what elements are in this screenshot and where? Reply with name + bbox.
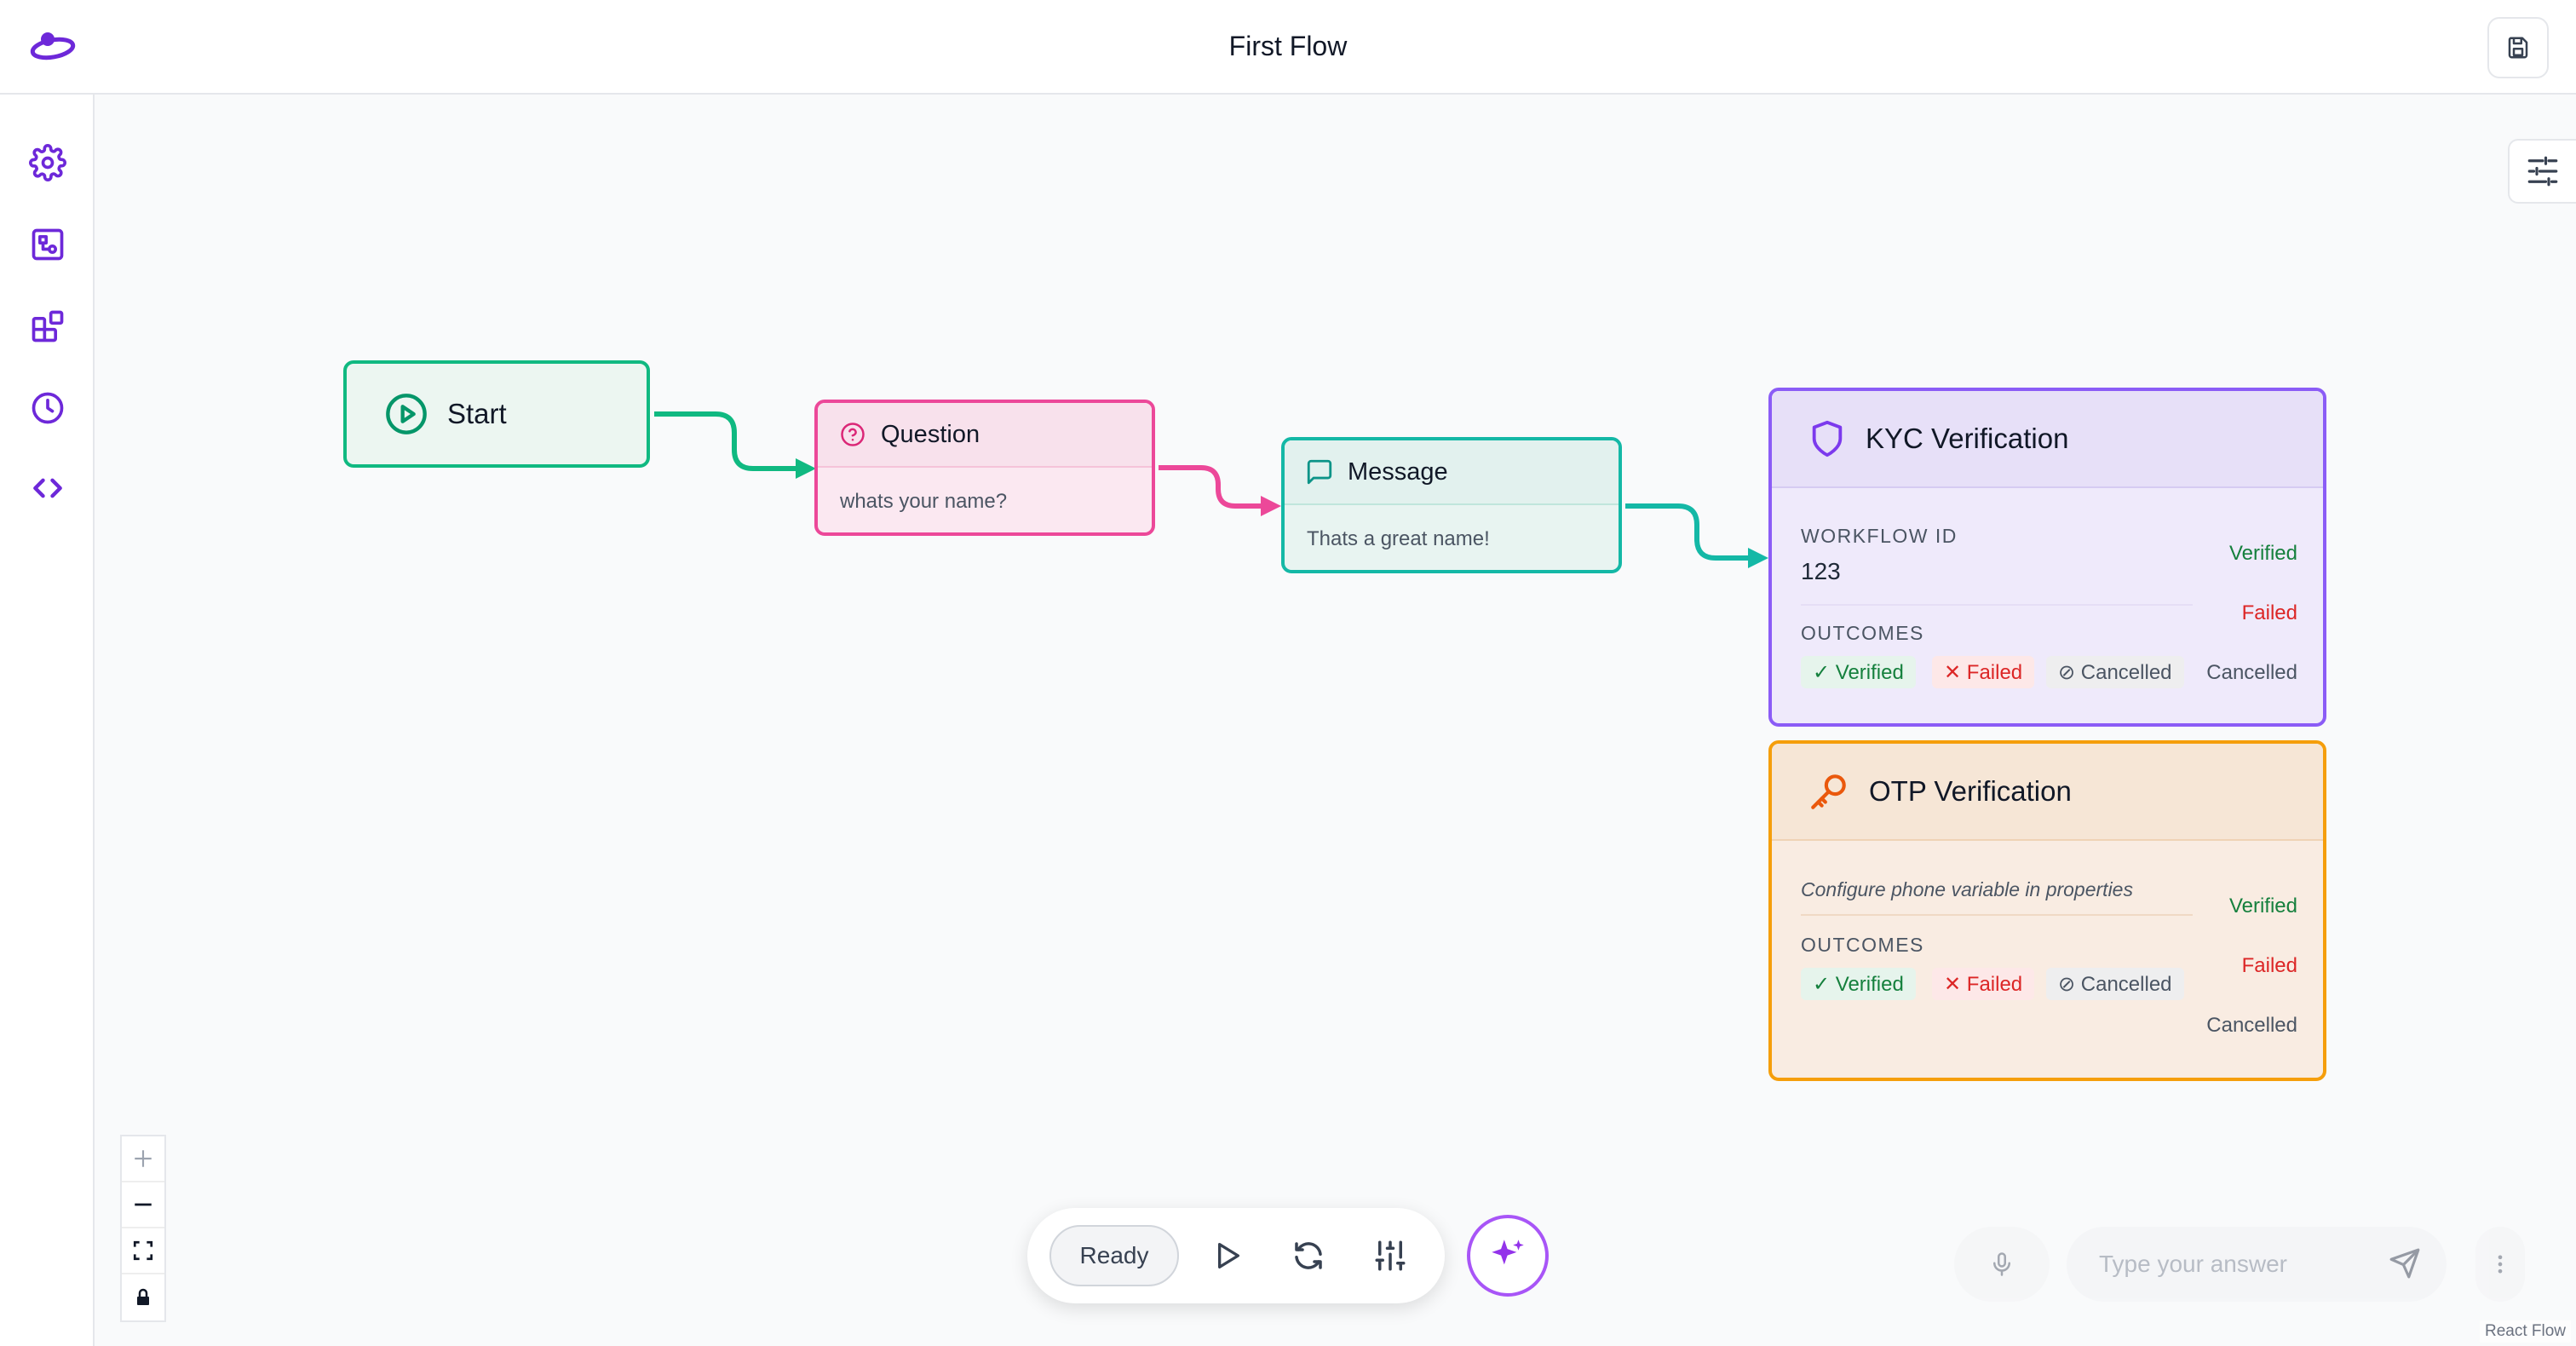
gear-icon bbox=[29, 144, 66, 181]
edge-arrow bbox=[796, 458, 816, 479]
edge-start-question bbox=[654, 411, 801, 471]
kyc-chip-cancelled: ⊘ Cancelled bbox=[2046, 656, 2184, 688]
start-node-title: Start bbox=[447, 398, 507, 429]
sparkles-icon bbox=[1492, 1240, 1524, 1265]
zoom-in-button[interactable] bbox=[122, 1136, 164, 1182]
code-button[interactable] bbox=[24, 464, 72, 512]
answer-box bbox=[2067, 1227, 2447, 1302]
workflow-id-value: 123 bbox=[1801, 558, 1841, 584]
edge-arrow bbox=[1748, 548, 1768, 568]
status-badge[interactable]: Ready bbox=[1049, 1225, 1179, 1286]
kyc-divider bbox=[1801, 604, 2193, 606]
settings-button[interactable] bbox=[24, 139, 72, 187]
question-node[interactable]: Question whats your name? bbox=[814, 400, 1155, 536]
lock-icon bbox=[137, 1288, 149, 1305]
minus-icon bbox=[135, 1203, 152, 1206]
otp-outcomes-label: OUTCOMES bbox=[1801, 934, 1924, 956]
kyc-chip-failed: ✕ Failed bbox=[1932, 656, 2035, 688]
workflow-icon bbox=[32, 228, 64, 261]
start-node[interactable]: Start bbox=[343, 360, 650, 468]
history-button[interactable] bbox=[24, 384, 72, 432]
question-node-title: Question bbox=[881, 420, 980, 448]
key-icon bbox=[1811, 774, 1846, 809]
message-node-title: Message bbox=[1348, 457, 1448, 486]
properties-panel-toggle[interactable] bbox=[2508, 139, 2576, 204]
edge-message-kyc bbox=[1625, 503, 1753, 561]
kyc-outcomes-label: OUTCOMES bbox=[1801, 622, 1924, 644]
kyc-node-title: KYC Verification bbox=[1866, 423, 2069, 454]
more-vertical-icon bbox=[2498, 1255, 2503, 1274]
components-button[interactable] bbox=[24, 302, 72, 350]
answer-input[interactable] bbox=[2099, 1244, 2372, 1285]
app-logo-icon[interactable] bbox=[29, 26, 77, 68]
message-node[interactable]: Message Thats a great name! bbox=[1281, 437, 1622, 573]
otp-chip-verified: ✓ Verified bbox=[1801, 968, 1916, 1000]
kyc-verification-node[interactable]: KYC Verification WORKFLOW ID 123 OUTCOME… bbox=[1768, 388, 2326, 727]
otp-handle-verified[interactable]: Verified bbox=[2228, 894, 2297, 917]
otp-node-header: OTP Verification bbox=[1772, 744, 2323, 841]
otp-handle-failed[interactable]: Failed bbox=[2241, 954, 2297, 977]
top-bar: First Flow bbox=[0, 0, 2576, 95]
send-icon[interactable] bbox=[2389, 1247, 2421, 1280]
question-node-header: Question bbox=[818, 403, 1152, 468]
otp-divider bbox=[1801, 914, 2193, 916]
kyc-node-header: KYC Verification bbox=[1772, 391, 2323, 488]
question-node-text: whats your name? bbox=[840, 490, 1008, 513]
clock-icon bbox=[32, 392, 64, 424]
zoom-controls bbox=[120, 1135, 166, 1322]
blocks-icon bbox=[32, 310, 64, 342]
help-circle-icon bbox=[841, 423, 865, 446]
fit-view-button[interactable] bbox=[122, 1228, 164, 1274]
reset-button[interactable] bbox=[1285, 1232, 1332, 1280]
message-node-header: Message bbox=[1285, 440, 1619, 505]
play-circle-icon bbox=[386, 394, 427, 434]
fit-view-icon bbox=[133, 1240, 153, 1261]
code-icon bbox=[33, 478, 62, 498]
shield-icon bbox=[1812, 420, 1843, 457]
run-button[interactable] bbox=[1203, 1232, 1251, 1280]
message-node-text: Thats a great name! bbox=[1307, 527, 1490, 550]
edge-question-message bbox=[1159, 465, 1266, 509]
otp-chip-failed: ✕ Failed bbox=[1932, 968, 2035, 1000]
page-title: First Flow bbox=[1228, 31, 1348, 61]
microphone-icon bbox=[1993, 1252, 2010, 1276]
otp-node-title: OTP Verification bbox=[1869, 775, 2072, 807]
save-icon bbox=[2508, 37, 2528, 59]
plus-icon bbox=[135, 1150, 152, 1167]
react-flow-attribution[interactable]: React Flow bbox=[2479, 1320, 2571, 1343]
sliders-horizontal-icon bbox=[2527, 156, 2558, 187]
otp-chip-cancelled: ⊘ Cancelled bbox=[2046, 968, 2184, 1000]
more-options-button[interactable] bbox=[2475, 1227, 2525, 1302]
kyc-handle-failed[interactable]: Failed bbox=[2241, 601, 2297, 624]
ai-assistant-button[interactable] bbox=[1467, 1215, 1549, 1297]
otp-config-hint: Configure phone variable in properties bbox=[1801, 878, 2133, 900]
run-settings-button[interactable] bbox=[1366, 1232, 1414, 1280]
refresh-icon bbox=[1295, 1242, 1322, 1269]
otp-handle-cancelled[interactable]: Cancelled bbox=[2206, 1014, 2297, 1037]
voice-input-button[interactable] bbox=[1954, 1227, 2050, 1302]
flow-editor-button[interactable] bbox=[24, 221, 72, 268]
kyc-handle-cancelled[interactable]: Cancelled bbox=[2206, 661, 2297, 684]
sidebar bbox=[0, 95, 95, 1346]
message-square-icon bbox=[1307, 459, 1332, 485]
play-icon bbox=[1218, 1243, 1239, 1268]
edge-arrow bbox=[1261, 496, 1281, 516]
otp-verification-node[interactable]: OTP Verification Configure phone variabl… bbox=[1768, 740, 2326, 1081]
lock-button[interactable] bbox=[122, 1274, 164, 1320]
sliders-vertical-icon bbox=[1375, 1240, 1406, 1271]
save-button[interactable] bbox=[2487, 17, 2549, 78]
workflow-id-label: WORKFLOW ID bbox=[1801, 525, 1958, 547]
kyc-handle-verified[interactable]: Verified bbox=[2228, 542, 2297, 565]
zoom-out-button[interactable] bbox=[122, 1182, 164, 1228]
kyc-chip-verified: ✓ Verified bbox=[1801, 656, 1916, 688]
run-toolbar: Ready bbox=[1027, 1208, 1445, 1303]
start-node-header: Start bbox=[347, 364, 647, 464]
